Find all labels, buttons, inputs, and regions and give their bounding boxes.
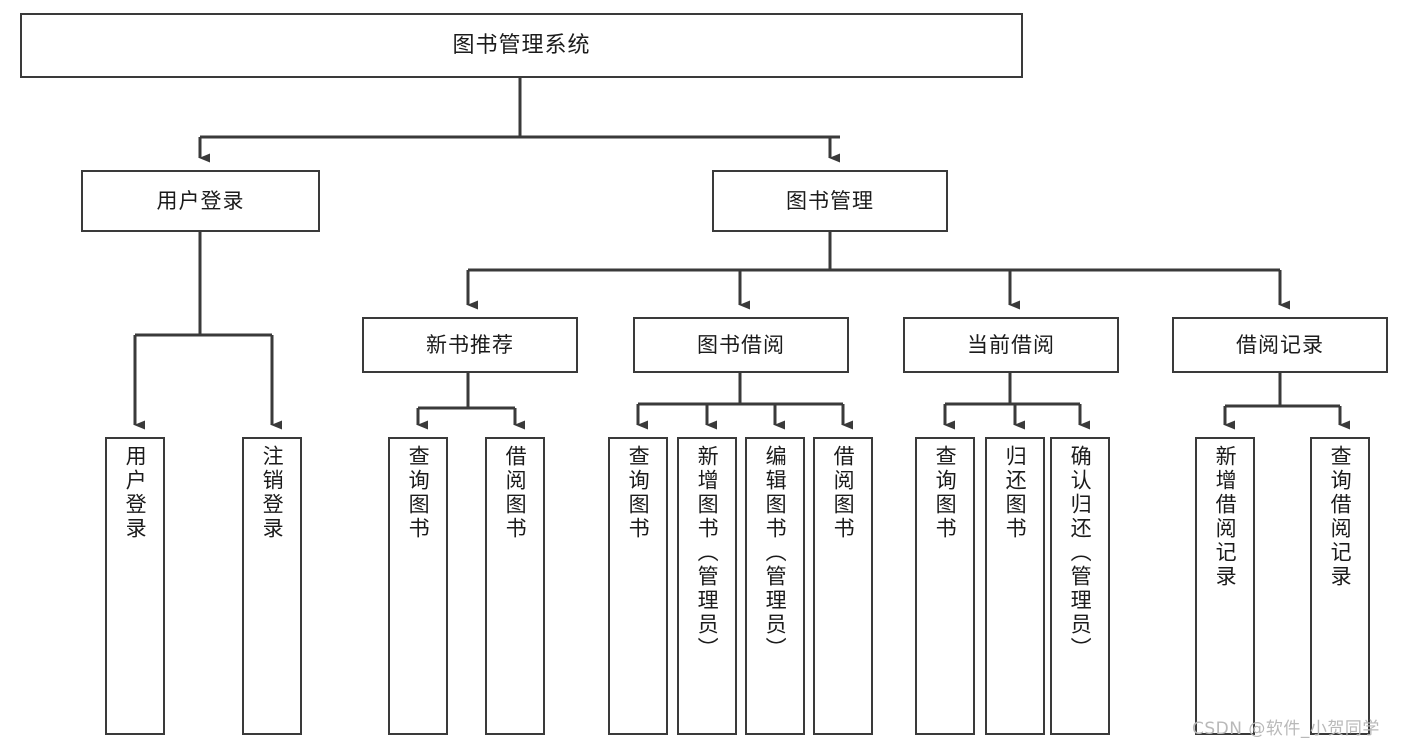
leaf-current-borrow-confirm-return[interactable]: 确认归还（管理员） — [1050, 437, 1110, 735]
leaf-book-borrow-borrow-label: 借阅图书 — [831, 445, 856, 541]
node-new-book-recommend-label: 新书推荐 — [426, 332, 514, 357]
leaf-new-book-borrow[interactable]: 借阅图书 — [485, 437, 545, 735]
node-user-login[interactable]: 用户登录 — [81, 170, 320, 232]
leaf-book-borrow-borrow[interactable]: 借阅图书 — [813, 437, 873, 735]
node-current-borrow-label: 当前借阅 — [967, 332, 1055, 357]
node-borrow-record-label: 借阅记录 — [1236, 332, 1324, 357]
node-new-book-recommend[interactable]: 新书推荐 — [362, 317, 578, 373]
leaf-book-borrow-query-label: 查询图书 — [626, 445, 651, 541]
node-book-borrow[interactable]: 图书借阅 — [633, 317, 849, 373]
node-book-management-label: 图书管理 — [786, 188, 874, 213]
leaf-borrow-record-add[interactable]: 新增借阅记录 — [1195, 437, 1255, 735]
leaf-borrow-record-add-label: 新增借阅记录 — [1213, 445, 1238, 589]
leaf-current-borrow-query[interactable]: 查询图书 — [915, 437, 975, 735]
leaf-new-book-query[interactable]: 查询图书 — [388, 437, 448, 735]
leaf-book-borrow-edit[interactable]: 编辑图书（管理员） — [745, 437, 805, 735]
leaf-user-login-signin[interactable]: 用户登录 — [105, 437, 165, 735]
leaf-borrow-record-query[interactable]: 查询借阅记录 — [1310, 437, 1370, 735]
leaf-new-book-query-label: 查询图书 — [406, 445, 431, 541]
leaf-current-borrow-confirm-return-label: 确认归还（管理员） — [1068, 445, 1093, 661]
leaf-current-borrow-return[interactable]: 归还图书 — [985, 437, 1045, 735]
node-book-management[interactable]: 图书管理 — [712, 170, 948, 232]
leaf-borrow-record-query-label: 查询借阅记录 — [1328, 445, 1353, 589]
leaf-book-borrow-edit-label: 编辑图书（管理员） — [763, 445, 788, 661]
leaf-book-borrow-add-label: 新增图书（管理员） — [695, 445, 720, 661]
node-root-system[interactable]: 图书管理系统 — [20, 13, 1023, 78]
node-user-login-label: 用户登录 — [156, 188, 245, 213]
leaf-current-borrow-return-label: 归还图书 — [1003, 445, 1028, 541]
node-root-system-label: 图书管理系统 — [452, 32, 591, 58]
node-borrow-record[interactable]: 借阅记录 — [1172, 317, 1388, 373]
leaf-book-borrow-add[interactable]: 新增图书（管理员） — [677, 437, 737, 735]
leaf-new-book-borrow-label: 借阅图书 — [503, 445, 528, 541]
leaf-user-login-signin-label: 用户登录 — [123, 445, 148, 541]
node-current-borrow[interactable]: 当前借阅 — [903, 317, 1119, 373]
leaf-book-borrow-query[interactable]: 查询图书 — [608, 437, 668, 735]
leaf-current-borrow-query-label: 查询图书 — [933, 445, 958, 541]
leaf-user-login-signout-label: 注销登录 — [260, 445, 285, 541]
csdn-watermark: CSDN @软件_小贺同学 — [1192, 719, 1380, 739]
node-book-borrow-label: 图书借阅 — [697, 332, 785, 357]
leaf-user-login-signout[interactable]: 注销登录 — [242, 437, 302, 735]
